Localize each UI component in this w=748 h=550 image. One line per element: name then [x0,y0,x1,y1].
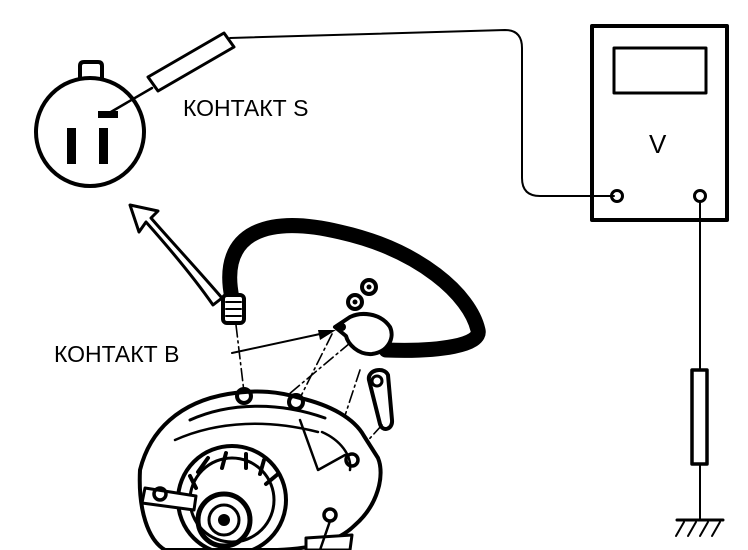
meter-terminal-left [610,189,624,203]
alternator-icon [137,387,383,550]
terminal-boot [333,312,394,357]
test-probe [102,31,236,118]
contact-b-pointer [231,333,321,354]
ground-symbol-icon [675,518,725,537]
plug-icon [221,293,246,325]
connector-plug-icon [34,60,146,188]
contact-b-label: КОНТАКТ B [54,341,179,367]
contact-s-label: КОНТАКТ S [183,95,308,121]
plug-cap [366,368,395,431]
probe-lead-wire [229,29,615,197]
connector-pin-left [67,128,76,164]
curved-arrow [128,203,224,307]
nut-icon [346,278,378,311]
meter-terminal-right [693,189,707,203]
voltmeter-icon [590,24,729,222]
connector-pin-right [99,128,108,164]
harness-coil-inner [225,221,483,355]
meter-symbol: V [649,129,667,159]
resistor-icon [690,368,709,466]
